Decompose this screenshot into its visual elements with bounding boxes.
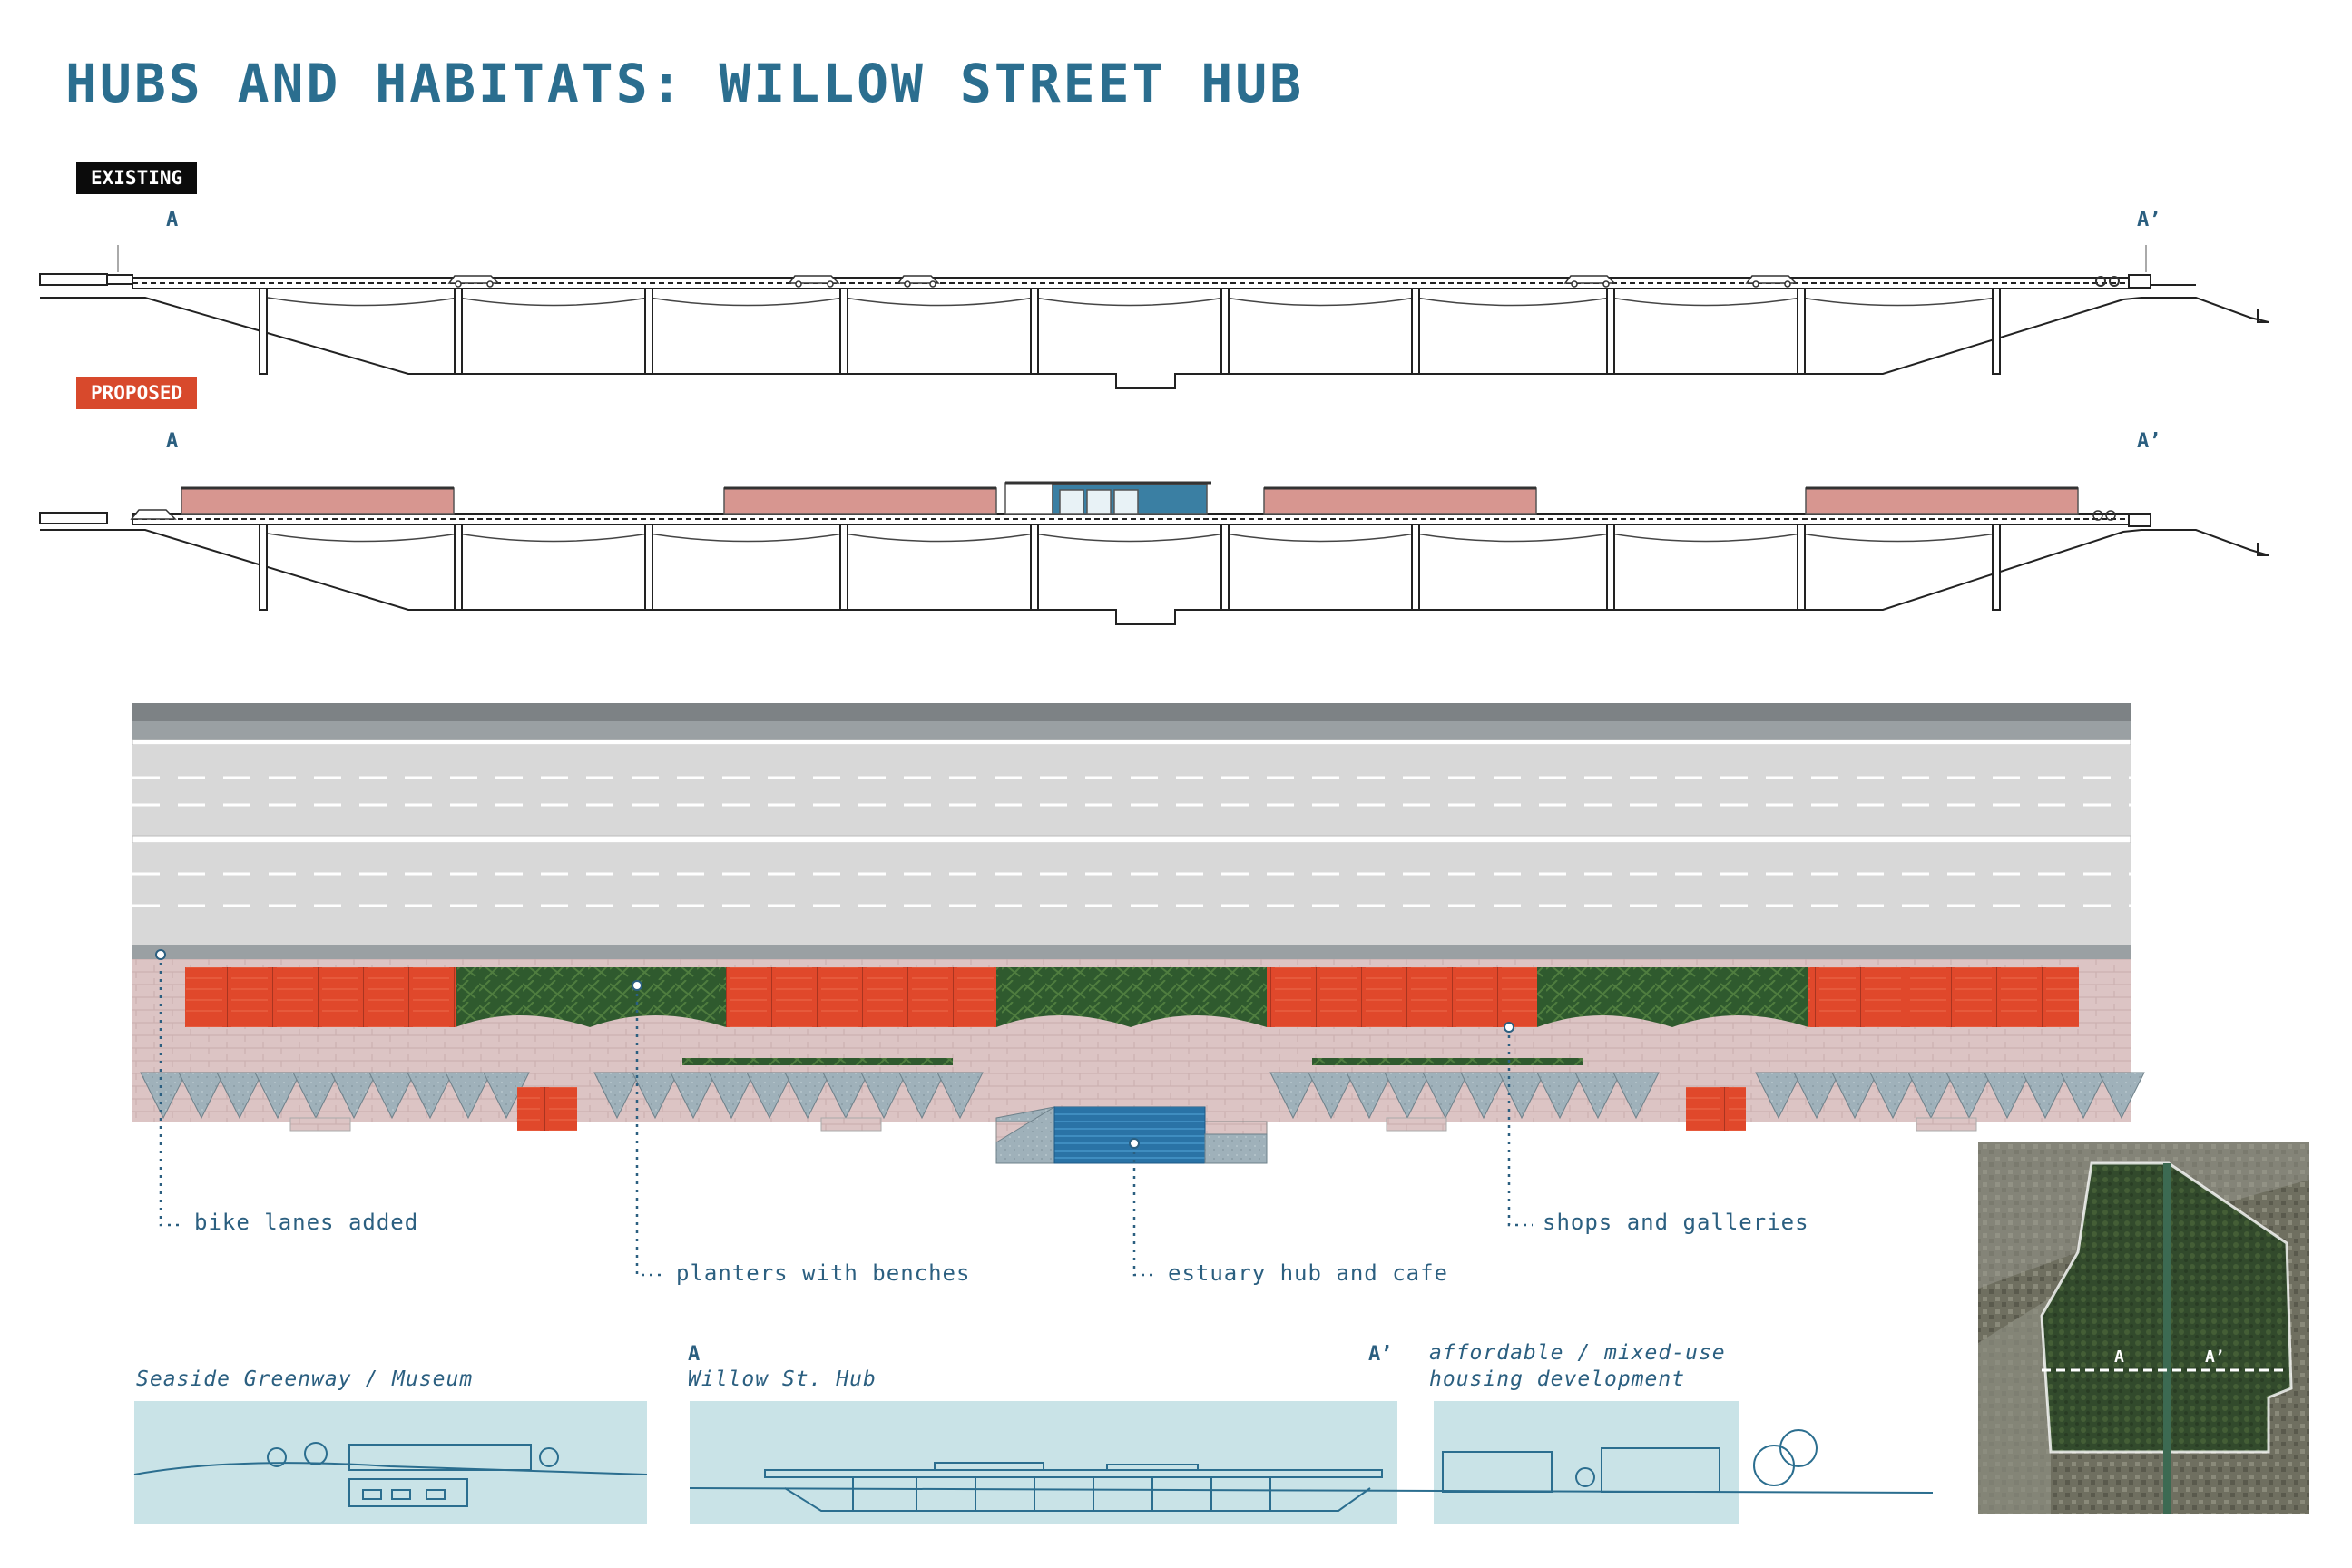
context-left-label: Seaside Greenway / Museum xyxy=(136,1367,474,1391)
callout-bike-lanes: bike lanes added xyxy=(194,1210,419,1235)
proposed-tag: PROPOSED xyxy=(76,377,198,409)
context-marker-a-prime: A’ xyxy=(1368,1343,1393,1366)
proposed-marker-a: A xyxy=(166,430,179,453)
callout-estuary: estuary hub and cafe xyxy=(1168,1260,1448,1286)
callout-shops: shops and galleries xyxy=(1543,1210,1809,1235)
map-marker-a: A xyxy=(2114,1348,2124,1367)
context-right-label-2: housing development xyxy=(1429,1367,1686,1391)
context-right-label-1: affordable / mixed-use xyxy=(1429,1341,1726,1365)
context-marker-a: A xyxy=(688,1343,701,1366)
proposed-marker-a-prime: A’ xyxy=(2137,430,2161,453)
existing-marker-a: A xyxy=(166,209,179,231)
callout-planters: planters with benches xyxy=(676,1260,971,1286)
existing-marker-a-prime: A’ xyxy=(2137,209,2161,231)
context-center-label: Willow St. Hub xyxy=(688,1367,877,1391)
map-marker-a-prime: A’ xyxy=(2205,1348,2225,1367)
existing-tag: EXISTING xyxy=(76,162,198,194)
page-title: HUBS AND HABITATS: WILLOW STREET HUB xyxy=(65,53,1305,114)
